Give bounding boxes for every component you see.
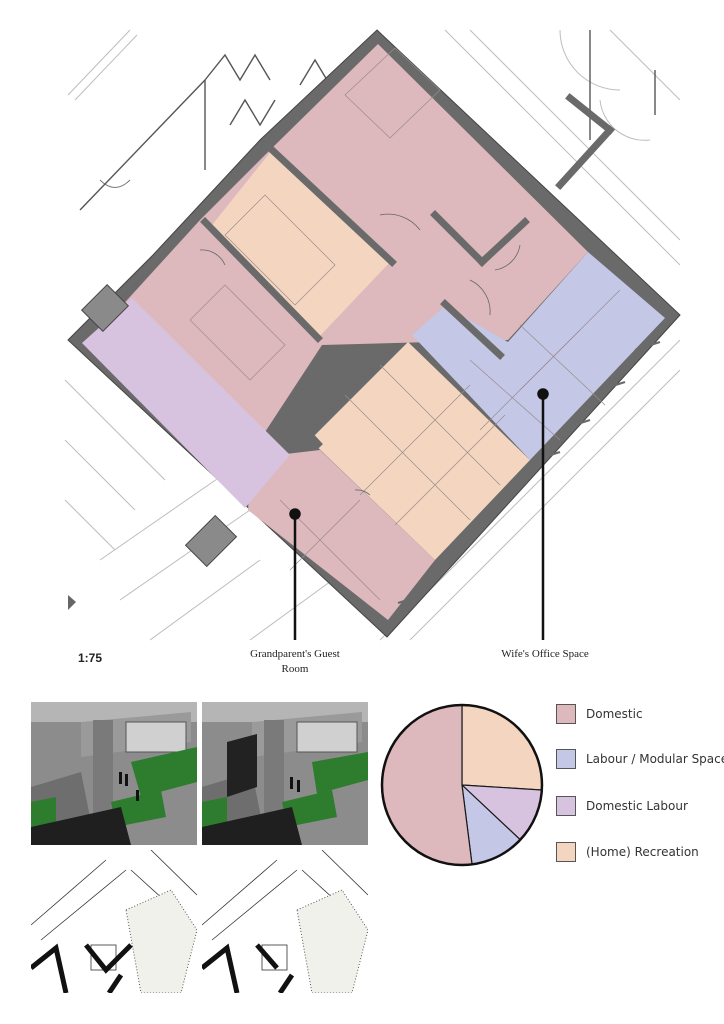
legend-label: Domestic Labour xyxy=(586,799,688,813)
plan-thumbnail-1 xyxy=(31,850,197,993)
zone-pie-chart xyxy=(380,703,544,867)
callout-guest-room: Grandparent's Guest Room xyxy=(250,648,340,675)
pie-outline xyxy=(380,703,544,867)
floor-plan xyxy=(64,29,681,641)
callout-leaders xyxy=(289,388,549,640)
render-thumbnail-2 xyxy=(202,702,368,845)
entry-steps xyxy=(80,283,238,568)
door-swings xyxy=(199,213,521,496)
zones xyxy=(82,44,665,620)
legend-label: Domestic xyxy=(586,707,643,721)
legend-item-domestic: Domestic xyxy=(556,702,643,726)
zone-recreation-lower xyxy=(310,342,530,560)
legend-label: (Home) Recreation xyxy=(586,845,699,859)
legend-swatch xyxy=(556,796,576,816)
zone-guest-room xyxy=(248,450,435,620)
scale-label: 1:75 xyxy=(78,651,103,665)
interior-linework xyxy=(189,47,621,601)
render-thumbnail-1 xyxy=(31,702,197,845)
zone-recreation-upper xyxy=(212,150,392,338)
zone-labour-modular xyxy=(412,252,665,460)
north-arrow xyxy=(68,595,76,610)
legend-item-domestic-labour: Domestic Labour xyxy=(556,794,688,818)
pie-slice-domestic xyxy=(381,704,473,866)
interior-walls xyxy=(200,93,615,449)
legend-item-labour-modular: Labour / Modular Space xyxy=(556,747,724,771)
callout-office-space: Wife's Office Space xyxy=(501,648,589,660)
zone-domestic-labour xyxy=(82,298,290,508)
legend-swatch xyxy=(556,842,576,862)
exterior-stairs xyxy=(79,30,656,211)
window-mullions xyxy=(397,341,661,604)
legend-item-recreation: (Home) Recreation xyxy=(556,840,699,864)
plan-thumbnail-2 xyxy=(202,850,368,993)
legend-swatch xyxy=(556,749,576,769)
pie-slice-home-recreation xyxy=(461,704,543,791)
legend-swatch xyxy=(556,704,576,724)
legend-label: Labour / Modular Space xyxy=(586,752,724,766)
